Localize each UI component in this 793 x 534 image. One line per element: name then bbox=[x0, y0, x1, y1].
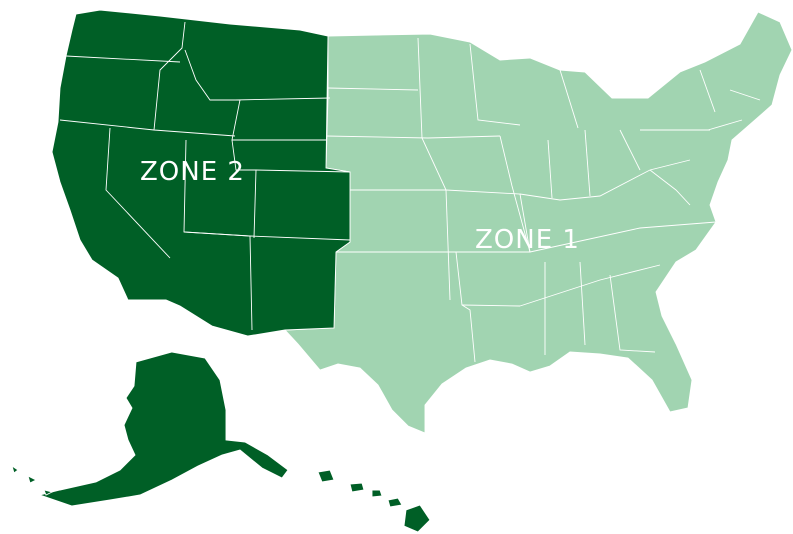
zone-1-mainland bbox=[284, 11, 793, 434]
alaska bbox=[38, 351, 289, 507]
alaska-islands bbox=[11, 464, 54, 496]
zone-2-label: ZONE 2 bbox=[140, 157, 245, 187]
hawaii-islands bbox=[317, 469, 431, 533]
zone-2-state-borders bbox=[59, 21, 351, 331]
zone-2-mainland bbox=[51, 9, 351, 337]
zone-1-label: ZONE 1 bbox=[475, 225, 580, 255]
zone-2-region bbox=[11, 9, 431, 533]
zone-1-region bbox=[284, 11, 793, 434]
zone-1-state-borders bbox=[325, 37, 761, 363]
